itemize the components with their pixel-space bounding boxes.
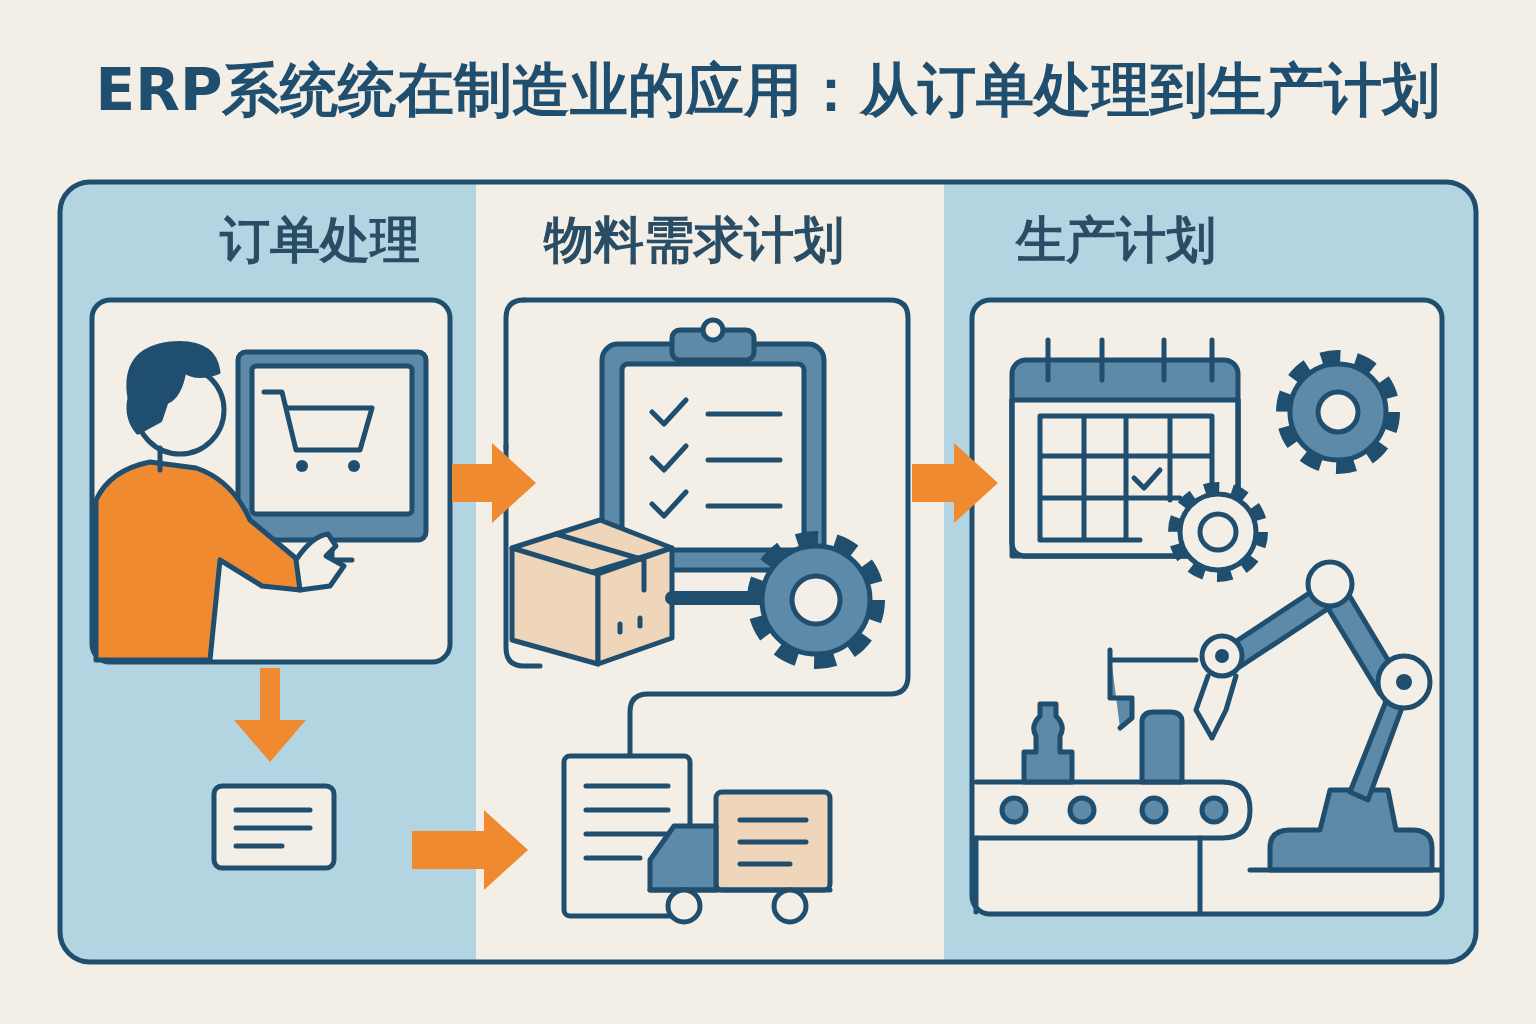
- panel-heading: 生产计划: [1016, 208, 1216, 272]
- process-panel: 订单处理: [60, 182, 476, 962]
- process-panel: 物料需求计划: [476, 182, 944, 962]
- diagram-title: ERP系统统在制造业的应用：从订单处理到生产计划: [0, 52, 1536, 130]
- flow-arrow: [412, 810, 528, 890]
- flow-arrow: [912, 443, 998, 523]
- panel-heading: 物料需求计划: [544, 208, 844, 272]
- flow-arrow: [452, 443, 536, 523]
- panel-heading: 订单处理: [220, 208, 420, 272]
- process-panel: 生产计划: [944, 182, 1476, 962]
